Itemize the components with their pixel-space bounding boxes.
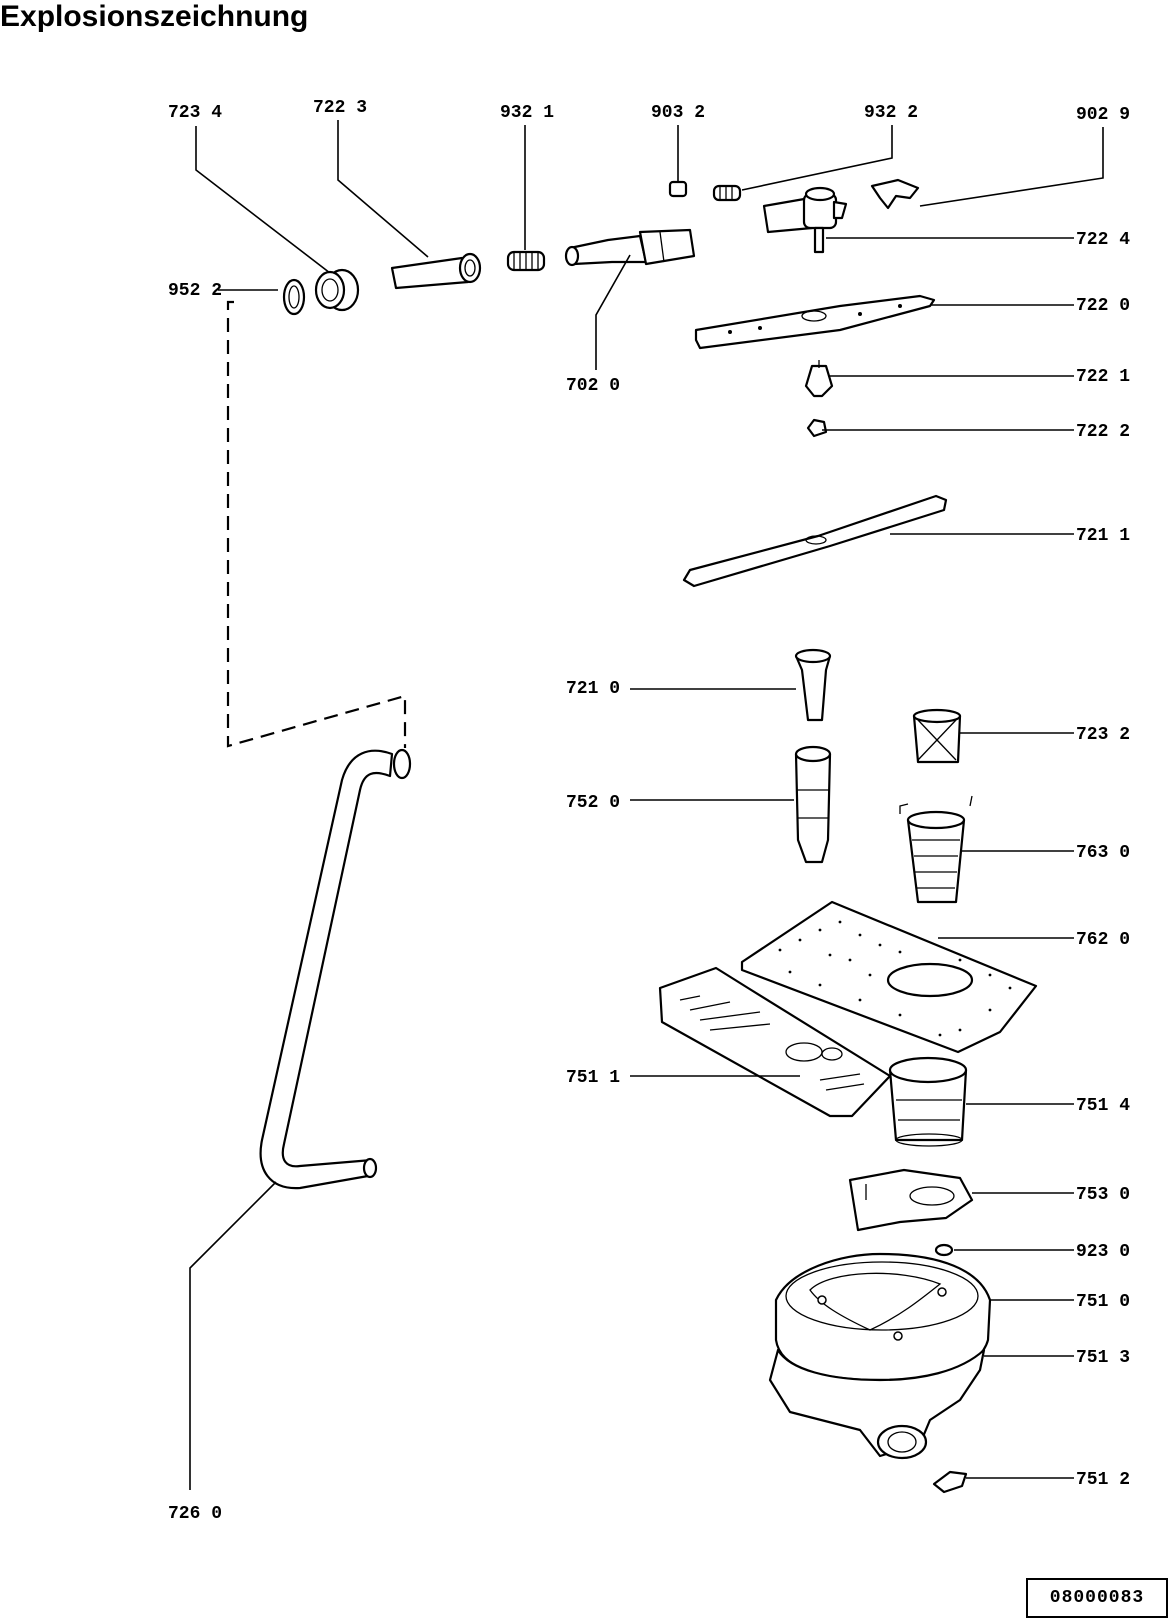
- part-7512-valve: [932, 1470, 968, 1494]
- part-7520-pipe: [794, 745, 832, 864]
- part-7222-nut: [806, 418, 828, 438]
- part-9322-spring: [712, 184, 742, 202]
- label-7514: 751 4: [1076, 1096, 1130, 1116]
- document-number: 08000083: [1049, 1588, 1145, 1608]
- part-7510-sump: [774, 1252, 992, 1382]
- leader-7234: [195, 126, 331, 274]
- part-9230-oring: [934, 1243, 954, 1257]
- label-9230: 923 0: [1076, 1242, 1130, 1262]
- part-7020-connector: [564, 228, 696, 267]
- part-7223-tube: [390, 252, 482, 290]
- label-9029: 902 9: [1076, 105, 1130, 125]
- part-7530-cover: [848, 1168, 974, 1232]
- label-7232: 723 2: [1076, 725, 1130, 745]
- part-7221-hub: [804, 360, 834, 398]
- part-7514-filter: [888, 1056, 968, 1147]
- label-7630: 763 0: [1076, 843, 1130, 863]
- part-7220-spray-arm: [694, 294, 936, 350]
- label-7234: 723 4: [168, 103, 222, 123]
- label-7260: 726 0: [168, 1504, 222, 1524]
- label-7222: 722 2: [1076, 422, 1130, 442]
- label-9032: 903 2: [651, 103, 705, 123]
- label-7620: 762 0: [1076, 930, 1130, 950]
- label-7520: 752 0: [566, 793, 620, 813]
- document-number-box: 08000083: [1026, 1578, 1168, 1618]
- part-7630-filter: [899, 795, 973, 904]
- label-7224: 722 4: [1076, 230, 1130, 250]
- page-title: Explosionszeichnung: [0, 0, 309, 33]
- label-9322: 932 2: [864, 103, 918, 123]
- label-7510: 751 0: [1076, 1292, 1130, 1312]
- part-7210-pipe: [794, 648, 832, 722]
- label-7512: 751 2: [1076, 1470, 1130, 1490]
- part-7234-nut: [314, 268, 360, 312]
- label-7220: 722 0: [1076, 296, 1130, 316]
- label-7530: 753 0: [1076, 1185, 1130, 1205]
- part-9321-spring: [506, 250, 546, 272]
- label-7020: 702 0: [566, 376, 620, 396]
- label-7223: 722 3: [313, 98, 367, 118]
- part-7224-distributor: [762, 186, 848, 254]
- leader-9322: [741, 125, 893, 191]
- part-7511-plate: [658, 966, 892, 1118]
- part-7260-hose: [259, 748, 412, 1190]
- part-7620-plate: [740, 900, 1038, 1054]
- leader-9029: [919, 127, 1104, 207]
- leader-7020: [595, 254, 631, 370]
- hose-connection-dashed-line: [226, 300, 407, 748]
- label-9321: 932 1: [500, 103, 554, 123]
- part-7211-spray-arm: [682, 494, 948, 588]
- part-9522-oring: [282, 278, 306, 316]
- label-7211: 721 1: [1076, 526, 1130, 546]
- part-9032-nut: [668, 180, 688, 198]
- leader-7223: [337, 120, 429, 258]
- label-7210: 721 0: [566, 679, 620, 699]
- label-7513: 751 3: [1076, 1348, 1130, 1368]
- part-7513-sump-body: [768, 1348, 986, 1460]
- label-9522: 952 2: [168, 281, 222, 301]
- label-7221: 722 1: [1076, 367, 1130, 387]
- leader-7260: [189, 1181, 277, 1490]
- label-7511: 751 1: [566, 1068, 620, 1088]
- part-7232-filter: [912, 708, 962, 764]
- part-9029-clip: [870, 178, 920, 210]
